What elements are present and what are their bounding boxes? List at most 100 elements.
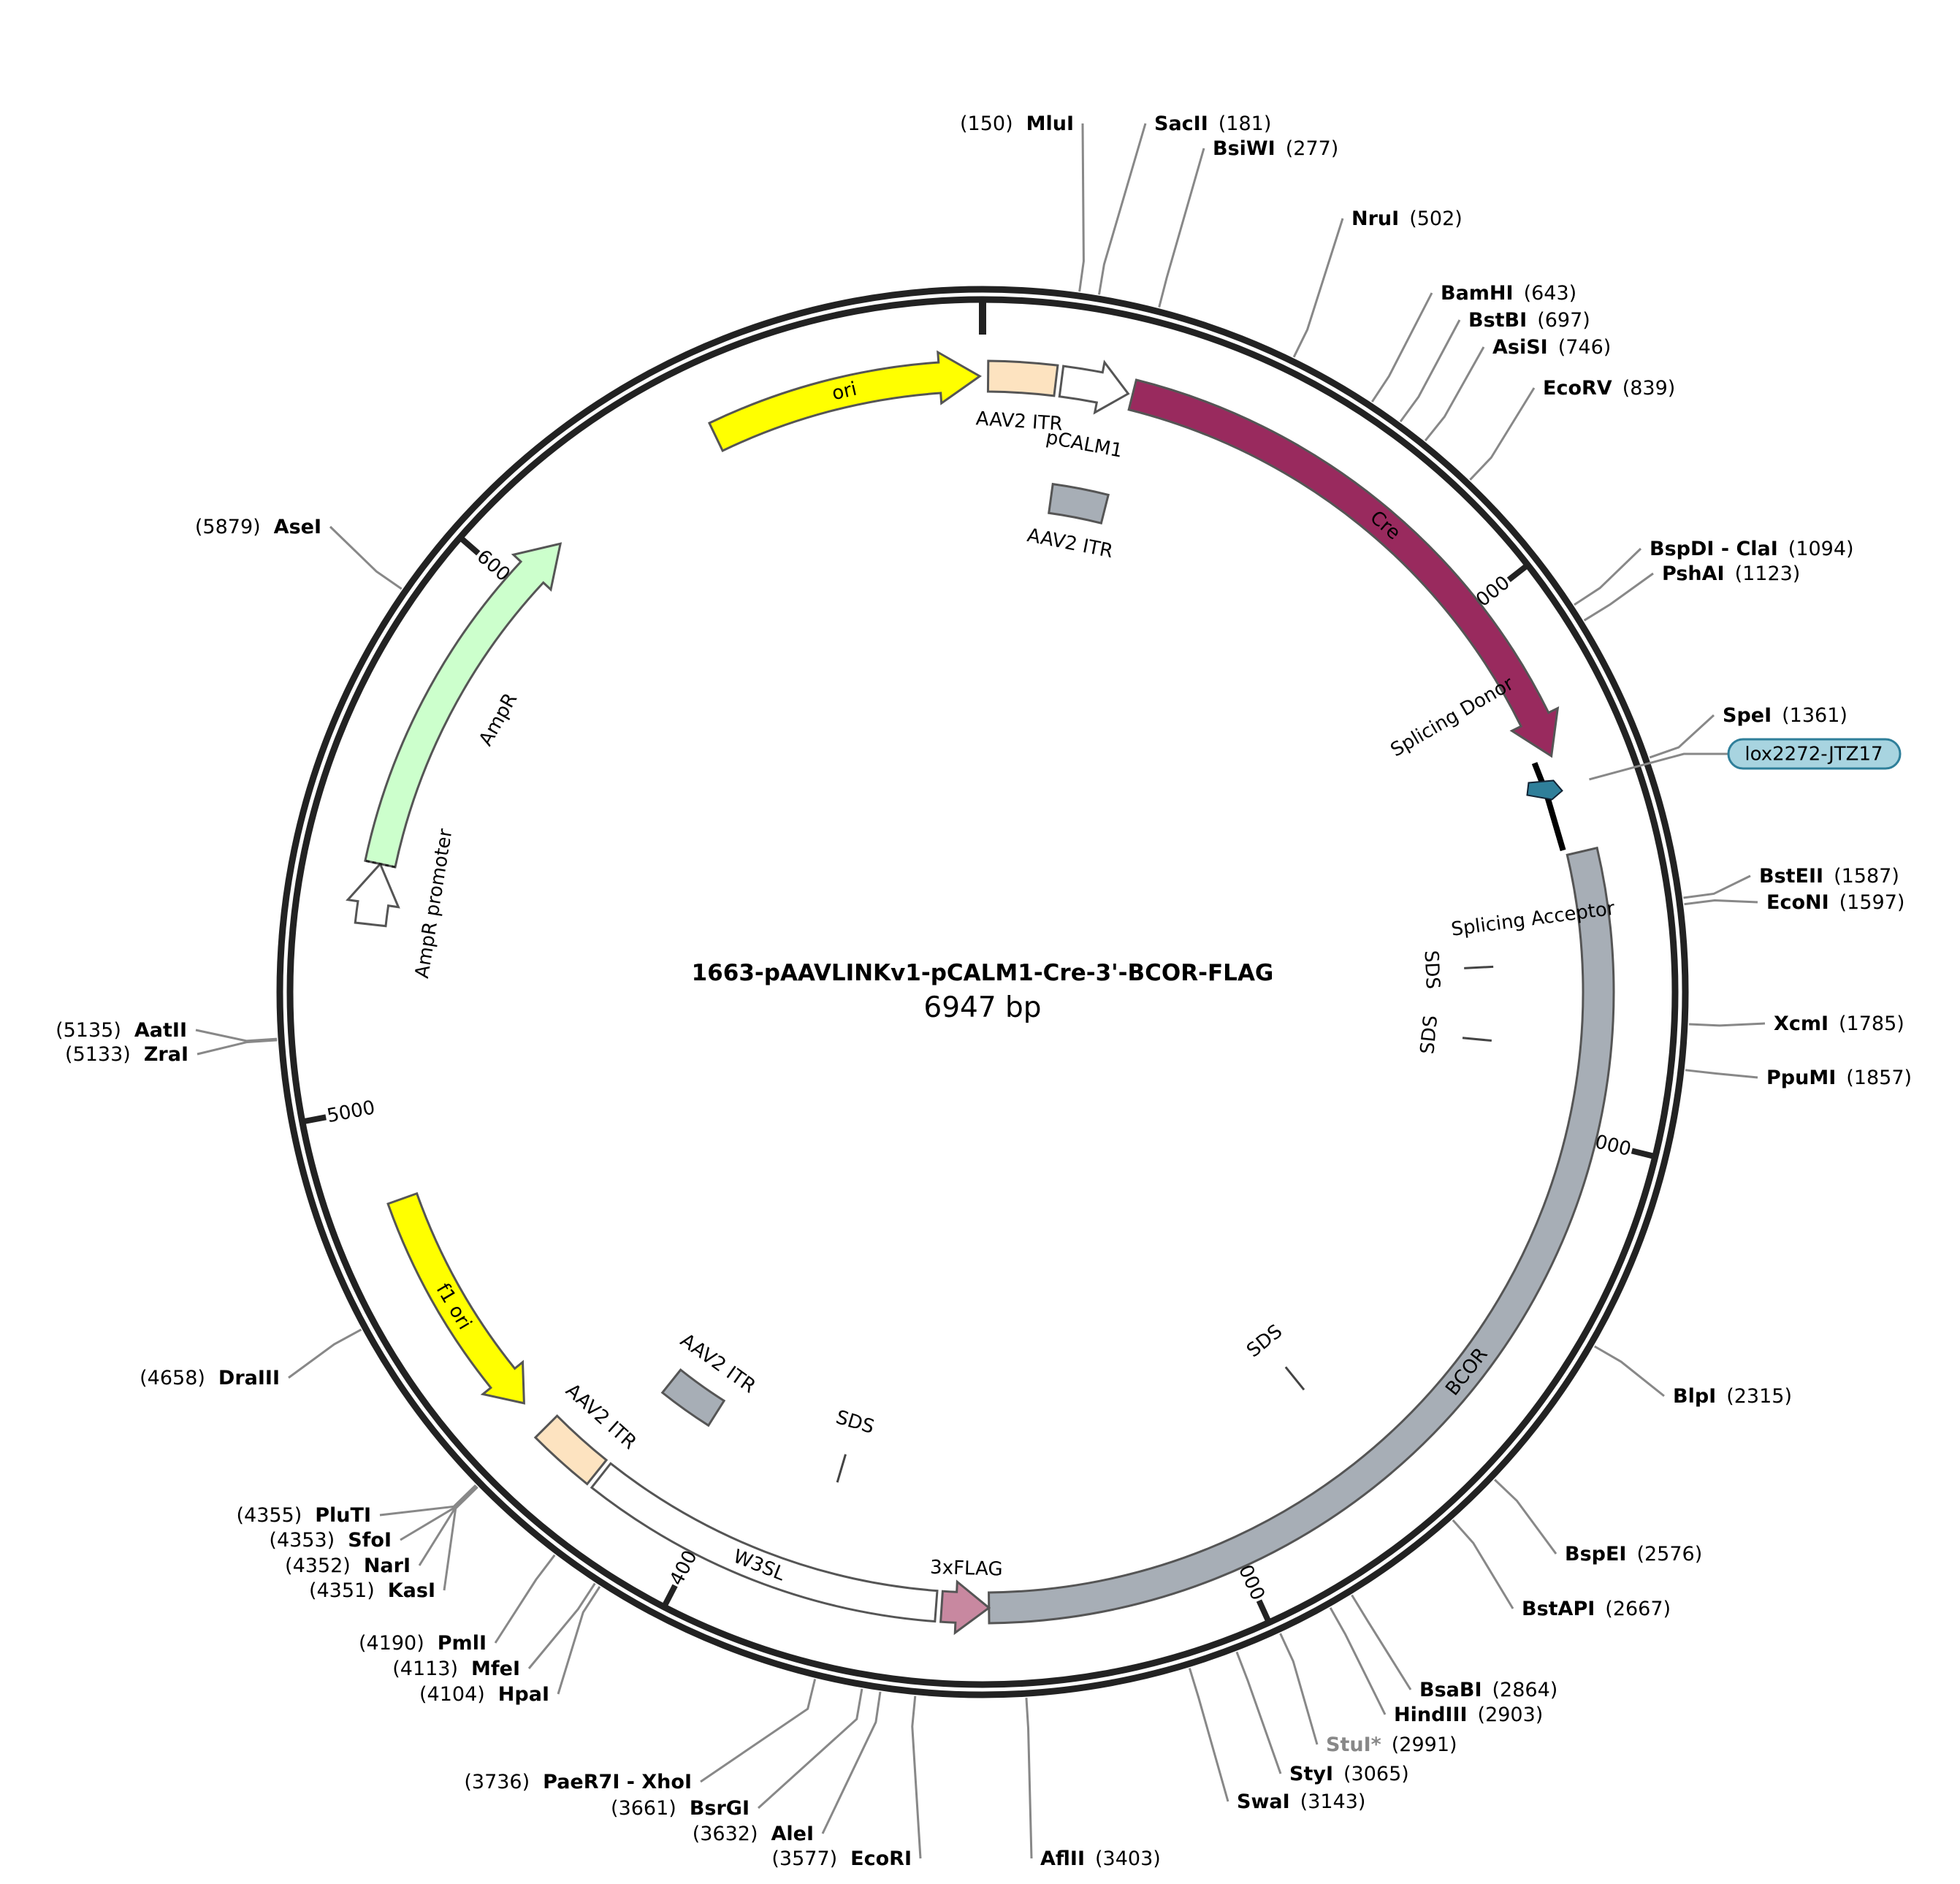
site-label-bsteii[interactable]: BstEII(1587) [1759, 865, 1899, 888]
site-label-asei[interactable]: (5879)AseI [195, 516, 321, 538]
site-label-bsrgi[interactable]: (3661)BsrGI [611, 1797, 750, 1820]
lox2272-jtz17-tag[interactable] [1727, 738, 1902, 770]
site-name: BspEI [1565, 1543, 1626, 1565]
aav2-itr-bottom-outer-feature[interactable] [533, 1414, 609, 1486]
site-leader-bstbi [1399, 319, 1461, 422]
sds-mark [1464, 965, 1494, 969]
site-position: (4351) [309, 1579, 375, 1602]
site-label-bsabi[interactable]: BsaBI(2864) [1419, 1679, 1557, 1701]
ampr-promoter-feature[interactable] [346, 861, 400, 928]
plasmid-name: 1663-pAAVLINKv1-pCALM1-Cre-3'-BCOR-FLAG [692, 960, 1274, 986]
site-name: SpeI [1723, 704, 1772, 727]
ampr-feature[interactable] [364, 542, 563, 869]
site-leader-sacii [1098, 123, 1147, 295]
site-label-swai[interactable]: SwaI(3143) [1237, 1790, 1365, 1813]
site-label-hindiii[interactable]: HindIII(2903) [1394, 1704, 1543, 1726]
site-label-ecorv[interactable]: EcoRV(839) [1543, 377, 1675, 400]
site-position: (1587) [1834, 865, 1899, 888]
lox2272-jtz17-mark[interactable] [1526, 779, 1563, 801]
plasmid-length: 6947 bp [923, 991, 1041, 1024]
site-leader-aatii [195, 1029, 278, 1042]
bcor-feature[interactable] [988, 846, 1615, 1625]
site-name: StuI* [1326, 1734, 1381, 1756]
site-position: (3661) [611, 1797, 676, 1820]
site-label-mlui[interactable]: (150)MluI [960, 112, 1074, 135]
site-label-ppumi[interactable]: PpuMI (1857) [1766, 1067, 1912, 1089]
aav2-itr-top-outer-feature[interactable] [986, 359, 1059, 397]
site-label-blpi[interactable]: BlpI(2315) [1673, 1385, 1792, 1408]
site-label-alei[interactable]: (3632)AleI [693, 1823, 814, 1845]
site-name: PmlI [438, 1632, 487, 1655]
site-label-bspei[interactable]: BspEI(2576) [1565, 1543, 1702, 1565]
backbone-outer-ring [276, 286, 1689, 1698]
site-name: EcoRV [1543, 377, 1612, 400]
site-leader-econi [1684, 899, 1758, 906]
site-label-bspdi-clai[interactable]: BspDI - ClaI(1094) [1650, 538, 1854, 560]
site-name: HindIII [1394, 1704, 1468, 1726]
site-label-stui[interactable]: StuI*(2991) [1326, 1734, 1457, 1756]
3xflag-feature[interactable] [939, 1579, 991, 1636]
site-label-nari[interactable]: (4352)NarI [285, 1555, 411, 1577]
site-leader-hpai [557, 1586, 601, 1695]
site-position: (1857) [1846, 1067, 1912, 1089]
f1-ori-feature[interactable] [386, 1191, 525, 1405]
site-label-pshai[interactable]: PshAI(1123) [1662, 562, 1800, 585]
site-label-hpai[interactable]: (4104)HpaI [419, 1683, 549, 1706]
cre-feature[interactable] [1127, 378, 1560, 758]
site-position: (2667) [1605, 1598, 1671, 1620]
site-position: (5135) [56, 1019, 121, 1042]
site-label-bamhi[interactable]: BamHI(643) [1441, 282, 1576, 305]
w3sl-feature[interactable] [590, 1462, 939, 1623]
site-leader-bstapi [1452, 1519, 1514, 1609]
site-name: BsiWI [1213, 137, 1275, 160]
site-name: SacII [1154, 112, 1208, 135]
site-name: EcoRI [850, 1847, 912, 1870]
site-leader-paer7i-xhoi [700, 1679, 817, 1783]
site-label-spei[interactable]: SpeI(1361) [1723, 704, 1847, 727]
site-position: (1094) [1788, 538, 1854, 560]
site-label-asisi[interactable]: AsiSI(746) [1492, 336, 1611, 359]
site-label-kasi[interactable]: (4351)KasI [309, 1579, 435, 1602]
site-label-bstbi[interactable]: BstBI(697) [1468, 309, 1590, 332]
site-label-mfei[interactable]: (4113)MfeI [392, 1658, 520, 1680]
site-leader-xcmi [1688, 1022, 1766, 1027]
site-label-xcmi[interactable]: XcmI(1785) [1774, 1012, 1904, 1035]
aav2-itr-bottom-inner-feature[interactable] [660, 1368, 726, 1427]
site-label-bstapi[interactable]: BstAPI(2667) [1522, 1598, 1671, 1620]
site-leader-mlui [1078, 123, 1085, 292]
site-name: StyI [1289, 1763, 1333, 1785]
ori-feature[interactable] [707, 350, 982, 453]
aav2-itr-top-inner-feature[interactable] [1048, 482, 1110, 525]
aav2-itr-top-inner-label: AAV2 ITR [1026, 525, 1115, 562]
sds-mark [1284, 1366, 1305, 1391]
site-position: (4104) [419, 1683, 485, 1706]
site-label-pmli[interactable]: (4190)PmlI [359, 1632, 487, 1655]
site-name: XcmI [1774, 1012, 1829, 1035]
splicing-donor-mark [1531, 762, 1546, 785]
site-label-sacii[interactable]: SacII(181) [1154, 112, 1271, 135]
pcalm1-feature[interactable] [1058, 359, 1130, 415]
tick-mark [1631, 1148, 1653, 1159]
site-label-econi[interactable]: EcoNI(1597) [1766, 891, 1904, 914]
site-label-aatii[interactable]: (5135)AatII [56, 1019, 187, 1042]
site-name: PpuMI [1766, 1067, 1836, 1089]
site-label-paer7i-xhoi[interactable]: (3736)PaeR7I - XhoI [464, 1771, 692, 1793]
sds-label: SDS [1419, 950, 1444, 989]
site-label-draiii[interactable]: (4658)DraIII [140, 1367, 280, 1389]
site-label-sfoi[interactable]: (4353)SfoI [269, 1529, 392, 1552]
site-label-aflii[interactable]: AflII(3403) [1040, 1847, 1161, 1870]
site-leader-aflii [1025, 1698, 1033, 1859]
site-label-pluti[interactable]: (4355)PluTI [236, 1504, 371, 1527]
site-label-bsiwi[interactable]: BsiWI(277) [1213, 137, 1338, 160]
site-label-zrai[interactable]: (5133)ZraI [65, 1043, 188, 1066]
site-position: (5133) [65, 1043, 131, 1066]
site-name: MfeI [471, 1658, 520, 1680]
site-name: PaeR7I - XhoI [543, 1771, 692, 1793]
site-label-ecori[interactable]: (3577)EcoRI [771, 1847, 912, 1870]
3xflag-label: 3xFLAG [930, 1557, 1003, 1581]
site-position: (150) [960, 112, 1013, 135]
tick-mark [663, 1584, 678, 1606]
site-label-styi[interactable]: StyI(3065) [1289, 1763, 1409, 1785]
site-label-nrui[interactable]: NruI(502) [1351, 207, 1463, 230]
site-name: BsaBI [1419, 1679, 1482, 1701]
